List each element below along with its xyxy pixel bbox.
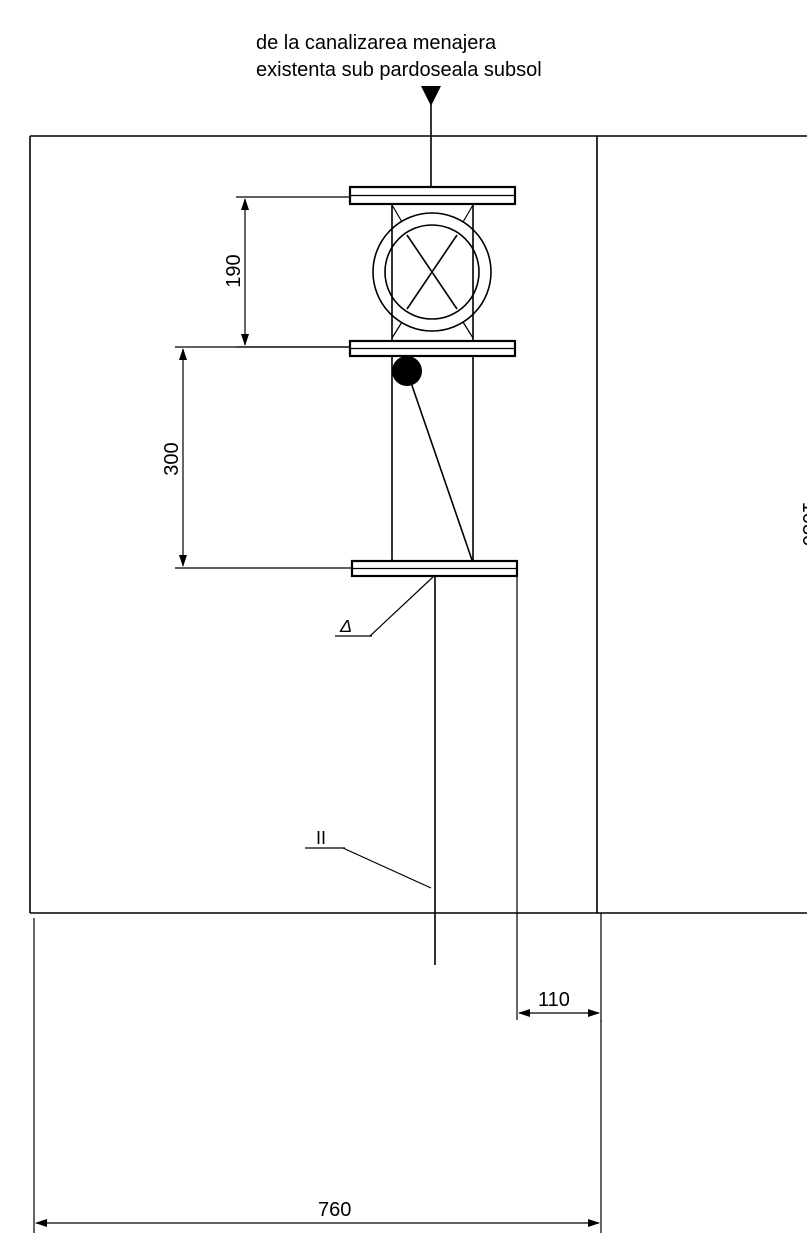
dim-760-label: 760 [318,1199,351,1221]
valve-outer-ring [372,212,492,332]
annotation-line-2: existenta sub pardoseala subsol [256,59,542,81]
delta-mark: Δ [339,616,352,636]
delta-leader [369,576,434,637]
check-valve-flap [406,370,473,561]
valve-cross-b [406,234,458,310]
flow-arrow-icon [421,86,441,106]
dim-300-label: 300 [161,442,183,475]
dim-110-label: 110 [538,989,570,1011]
valve-brace-tr [462,204,474,223]
valve-brace-tl [391,204,403,223]
dim-190-label: 190 [223,254,245,287]
annotation-line-1: de la canalizarea menajera [256,32,497,54]
valve-brace-bl [391,321,403,339]
valve-brace-br [462,321,474,339]
section-leader [342,847,432,889]
section-mark: II [316,828,326,848]
valve-inner-ring [384,224,480,320]
dim-1030-label: 1030 [798,502,807,547]
